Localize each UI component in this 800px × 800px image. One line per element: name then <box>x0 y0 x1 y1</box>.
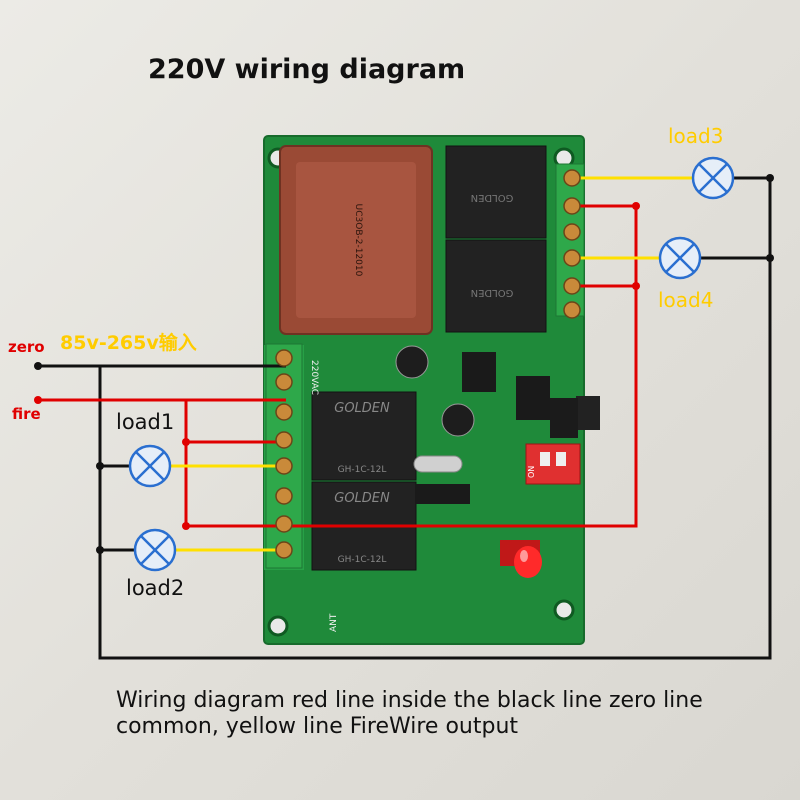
voltage-input-label: 85v-265v输入 <box>60 332 197 354</box>
fire-label: fire <box>12 405 41 423</box>
push-button <box>550 396 600 438</box>
load4-label: load4 <box>658 288 714 312</box>
load1-label: load1 <box>116 410 175 434</box>
led-indicator <box>500 540 542 578</box>
dip-switch: ON <box>525 443 581 485</box>
relay-4: GOLDEN <box>445 239 547 333</box>
zero-common-wire <box>98 176 772 660</box>
load1-lamp-icon <box>128 444 172 488</box>
terminal-screws-left <box>275 349 293 559</box>
relay-3-brand: GOLDEN <box>471 192 514 203</box>
load3-lamp-icon <box>691 156 735 200</box>
relay-4-brand: GOLDEN <box>471 287 514 298</box>
fire-common-right <box>286 204 638 528</box>
relay-1: GOLDEN GH-1C-12L <box>311 391 417 481</box>
relay-2-brand: GOLDEN <box>334 491 390 506</box>
relay-1-model: GH-1C-12L <box>338 465 387 475</box>
junction-dots <box>34 174 774 554</box>
crystal <box>413 455 463 473</box>
transformer: UC3OB-2-12010 <box>279 145 433 335</box>
relay-1-brand: GOLDEN <box>334 401 390 416</box>
terminal-screws-right <box>563 169 581 319</box>
transformer-text: UC3OB-2-12010 <box>353 204 363 277</box>
load2-lamp-icon <box>133 528 177 572</box>
load3-label: load3 <box>668 124 724 148</box>
dip-label: ON <box>527 466 536 478</box>
load4-lamp-icon <box>658 236 702 280</box>
terminal-label: 220VAC <box>309 360 319 395</box>
ic-chips <box>416 352 550 504</box>
load2-label: load2 <box>126 576 185 600</box>
diagram-title: 220V wiring diagram <box>148 54 466 85</box>
relay-2-model: GH-1C-12L <box>338 555 387 565</box>
diagram-caption: Wiring diagram red line inside the black… <box>116 688 703 739</box>
capacitors <box>395 345 475 437</box>
zero-label: zero <box>8 338 45 356</box>
antenna-label: ANT <box>329 613 339 632</box>
relay-3: GOLDEN <box>445 145 547 239</box>
